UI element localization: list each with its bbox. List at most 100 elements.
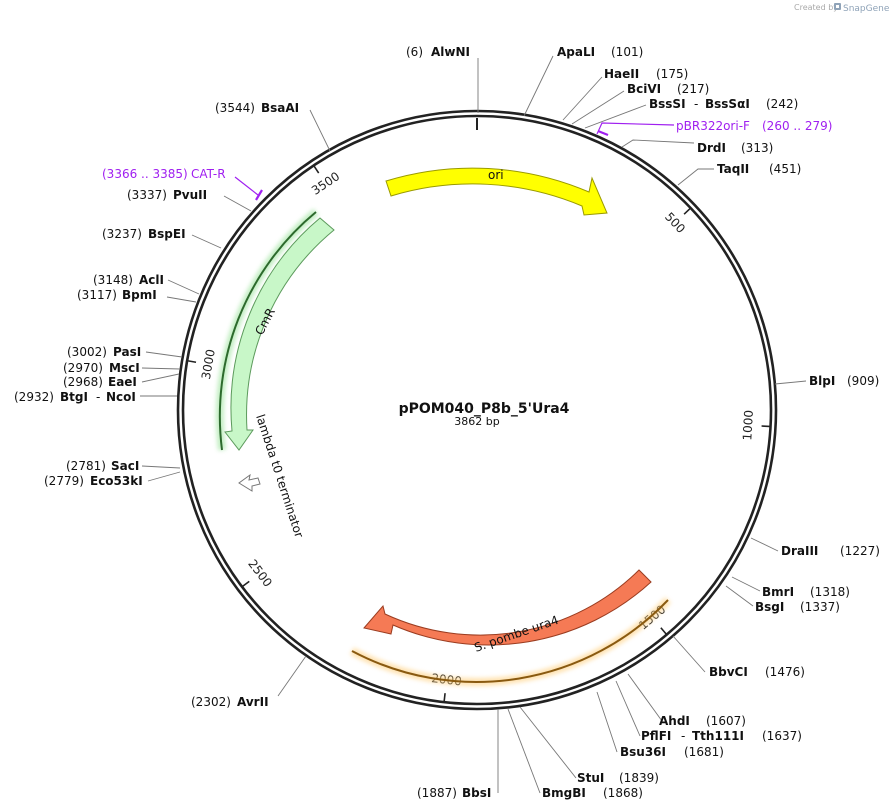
svg-text:BbvCI: BbvCI <box>709 665 748 679</box>
cmr-arrow[interactable] <box>224 217 335 451</box>
ori-label: ori <box>488 168 504 182</box>
svg-text:SacI: SacI <box>111 459 139 473</box>
enzyme-bmri[interactable]: BmrI(1318) <box>762 585 850 599</box>
enzyme-bbsi[interactable]: (1887) BbsI <box>417 786 491 800</box>
enzyme-bspei[interactable]: (3237)BspEI <box>102 227 186 241</box>
svg-text:(313): (313) <box>741 141 773 155</box>
svg-text:BtgI: BtgI <box>60 390 88 404</box>
tick-label-3500: 3500 <box>309 169 342 198</box>
tick-label-3000: 3000 <box>199 348 218 380</box>
svg-text:(217): (217) <box>677 82 709 96</box>
tick-mark-500 <box>683 208 691 215</box>
enzyme-bpmi[interactable]: (3117)BpmI <box>77 288 157 302</box>
enzyme-bsu36i[interactable]: Bsu36I(1681) <box>620 745 724 759</box>
enzyme-alwni[interactable]: (6)AlwNI <box>406 45 470 59</box>
svg-text:(3544): (3544) <box>215 101 255 115</box>
svg-text:CAT-R: CAT-R <box>191 167 226 181</box>
primer-cat-r-mark[interactable] <box>255 189 263 201</box>
terminator-arrow-icon[interactable] <box>238 473 261 492</box>
svg-text:(2302): (2302) <box>191 695 231 709</box>
svg-text:Eco53kI: Eco53kI <box>90 474 143 488</box>
svg-text:EaeI: EaeI <box>108 375 137 389</box>
svg-text:BbsI: BbsI <box>462 786 491 800</box>
enzyme-blpi[interactable]: BlpI(909) <box>809 374 879 388</box>
svg-text:(451): (451) <box>769 162 801 176</box>
enzyme-bsaai[interactable]: (3544)BsaAI <box>215 101 299 115</box>
tick-mark-2500 <box>242 580 250 587</box>
enzyme-eaei[interactable]: (2968)EaeI <box>63 375 137 389</box>
enzyme-pasi[interactable]: (3002)PasI <box>67 345 141 359</box>
enzyme-drdi[interactable]: DrdI (313) <box>697 141 773 155</box>
tick-label-1000: 1000 <box>740 410 756 441</box>
cmr-strand-line <box>218 211 317 451</box>
enzyme-bmgbi[interactable]: BmgBI (1868) <box>542 786 643 800</box>
tick-mark-3500 <box>313 165 320 174</box>
svg-text:DrdI: DrdI <box>697 141 726 155</box>
ori-arrow[interactable] <box>385 167 608 216</box>
svg-text:DraIII: DraIII <box>781 544 818 558</box>
svg-text:BmrI: BmrI <box>762 585 794 599</box>
svg-text:(909): (909) <box>847 374 879 388</box>
svg-text:BciVI: BciVI <box>627 82 661 96</box>
svg-text:(1839): (1839) <box>619 771 659 785</box>
enzyme-apali[interactable]: ApaLI(101) <box>557 45 643 59</box>
svg-text:(1681): (1681) <box>684 745 724 759</box>
enzyme-bsgi[interactable]: BsgI (1337) <box>755 600 840 614</box>
plasmid-length: 3862 bp <box>454 415 499 428</box>
svg-text:HaeII: HaeII <box>604 67 639 81</box>
enzyme-taqii[interactable]: TaqII(451) <box>717 162 801 176</box>
svg-text:(1607): (1607) <box>706 714 746 728</box>
enzyme-bcivi[interactable]: BciVI (217) <box>627 82 709 96</box>
svg-text:BssSI: BssSI <box>649 97 686 111</box>
svg-text:(175): (175) <box>656 67 688 81</box>
enzyme-pflfi[interactable]: PflFI-Tth111I(1637) <box>641 729 802 743</box>
svg-text:(101): (101) <box>611 45 643 59</box>
terminator-label: lambda t0 terminator <box>253 413 306 540</box>
enzyme-btgi[interactable]: (2932)BtgI-NcoI <box>14 390 136 404</box>
svg-text:(3117): (3117) <box>77 288 117 302</box>
svg-text:AhdI: AhdI <box>659 714 690 728</box>
svg-text:(1887): (1887) <box>417 786 457 800</box>
feature-cmr[interactable]: CmR <box>215 208 335 451</box>
plasmid-name: pPOM040_P8b_5'Ura4 <box>399 401 570 417</box>
credit-brand: SnapGene <box>843 4 890 14</box>
feature-ura4[interactable]: S. pombe ura4 <box>350 569 671 686</box>
svg-text:BsgI: BsgI <box>755 600 784 614</box>
tick-mark-3000 <box>188 360 197 364</box>
primer-pbr322ori-f-mark[interactable] <box>596 122 675 135</box>
primer-pbr322ori-f-bar[interactable] <box>597 129 609 137</box>
svg-text:(3237): (3237) <box>102 227 142 241</box>
svg-text:StuI: StuI <box>577 771 604 785</box>
enzyme-ahdi[interactable]: AhdI (1607) <box>659 714 746 728</box>
enzyme-bsssi[interactable]: BssSI-BssSαI(242) <box>649 97 798 111</box>
enzyme-eco53ki[interactable]: (2779) Eco53kI <box>44 474 143 488</box>
enzyme-stui[interactable]: StuI (1839) <box>577 771 659 785</box>
tick-mark-2000 <box>443 693 446 702</box>
feature-ori[interactable]: ori <box>385 167 608 216</box>
enzyme-draiii[interactable]: DraIII(1227) <box>781 544 880 558</box>
svg-text:(1637): (1637) <box>762 729 802 743</box>
svg-text:NcoI: NcoI <box>106 390 136 404</box>
enzyme-saci[interactable]: (2781)SacI <box>66 459 139 473</box>
ura4-arrow[interactable] <box>363 569 652 646</box>
svg-text:-: - <box>681 729 685 743</box>
enzyme-acli[interactable]: (3148)AclI <box>93 273 164 287</box>
enzyme-pvuii[interactable]: (3337)PvuII <box>127 188 207 202</box>
svg-text:BssSαI: BssSαI <box>705 97 750 111</box>
enzyme-avrii[interactable]: (2302)AvrII <box>191 695 269 709</box>
svg-text:(2779): (2779) <box>44 474 84 488</box>
svg-text:(1868): (1868) <box>603 786 643 800</box>
enzyme-msci[interactable]: (2970)MscI <box>63 361 140 375</box>
svg-text:MscI: MscI <box>109 361 140 375</box>
primer-cat-r[interactable]: (3366 .. 3385)CAT-R <box>102 167 226 181</box>
enzyme-haeii[interactable]: HaeII (175) <box>604 67 688 81</box>
svg-text:(1337): (1337) <box>800 600 840 614</box>
svg-text:AlwNI: AlwNI <box>431 45 470 59</box>
primer-pbr322ori-f[interactable]: pBR322ori-F(260 .. 279) <box>676 119 832 133</box>
enzyme-bbvci[interactable]: BbvCI(1476) <box>709 665 805 679</box>
svg-text:PflFI: PflFI <box>641 729 671 743</box>
svg-text:BmgBI: BmgBI <box>542 786 586 800</box>
svg-text:PasI: PasI <box>113 345 141 359</box>
svg-text:(3337): (3337) <box>127 188 167 202</box>
credit-text: Created by <box>794 3 838 12</box>
